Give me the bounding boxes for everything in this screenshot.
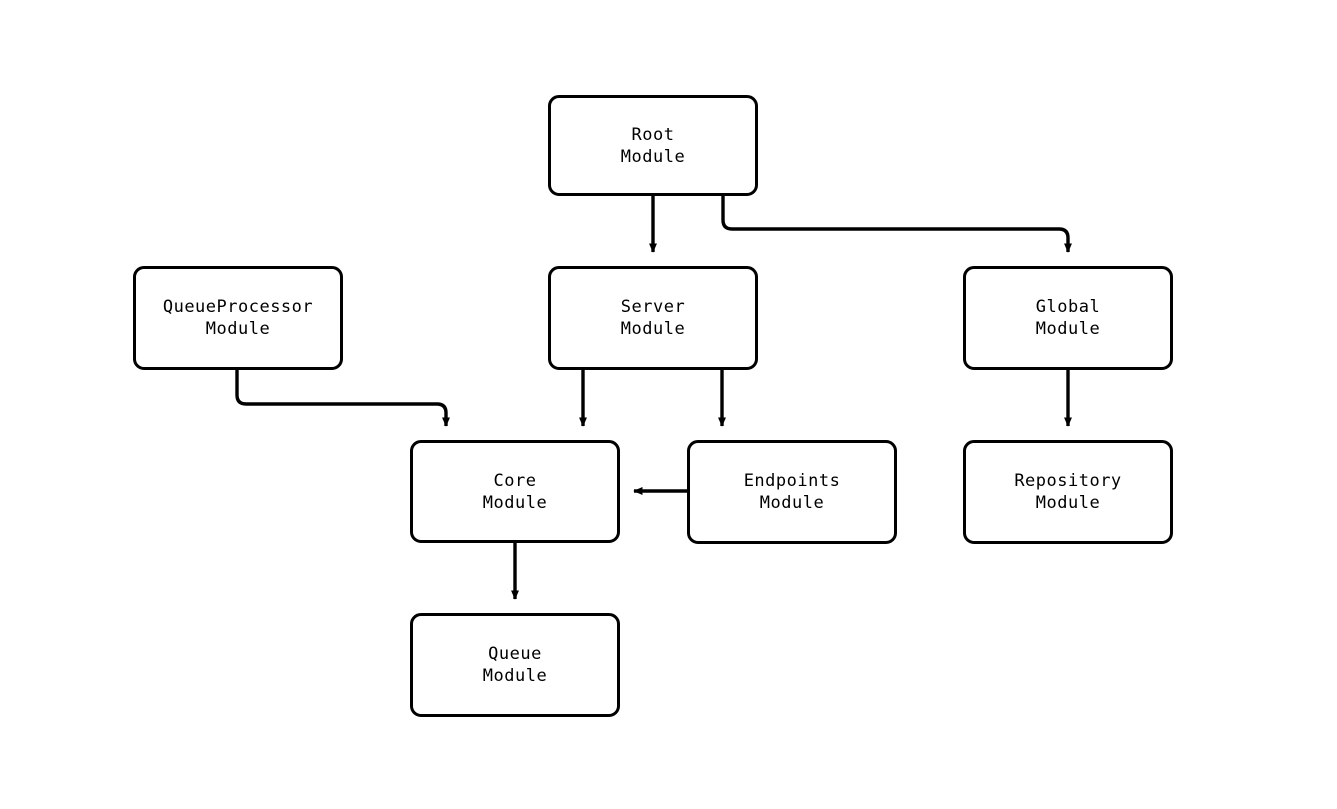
global-module-node[interactable]: Global Module [963, 266, 1173, 370]
node-label-primary: Root [631, 124, 675, 145]
core-module-node[interactable]: Core Module [410, 440, 620, 543]
queueprocessor-module-node[interactable]: QueueProcessor Module [133, 266, 343, 370]
endpoints-module-node[interactable]: Endpoints Module [687, 440, 897, 544]
node-label-primary: Endpoints [743, 471, 841, 491]
node-label-secondary: Module [620, 319, 686, 339]
node-label-primary: Server [620, 297, 686, 317]
queue-module-node[interactable]: Queue Module [410, 613, 620, 717]
edge-queueprocessor-to-core [235, 370, 450, 427]
node-label-secondary: Module [620, 146, 686, 167]
root-module-node[interactable]: Root Module [548, 95, 758, 196]
node-label-secondary: Module [759, 493, 825, 513]
node-label-primary: Repository [1014, 471, 1122, 491]
node-label-secondary: Module [482, 492, 548, 513]
node-label-secondary: Module [1035, 319, 1101, 339]
edge-root-to-global [721, 196, 1072, 253]
node-label-secondary: Module [1035, 493, 1101, 513]
node-label-primary: QueueProcessor [162, 297, 314, 317]
node-label-primary: Core [493, 470, 537, 491]
node-label-primary: Global [1035, 297, 1101, 317]
node-label-secondary: Module [205, 319, 271, 339]
repository-module-node[interactable]: Repository Module [963, 440, 1173, 544]
node-label-primary: Queue [488, 644, 542, 664]
server-module-node[interactable]: Server Module [548, 266, 758, 370]
node-label-secondary: Module [482, 666, 548, 686]
